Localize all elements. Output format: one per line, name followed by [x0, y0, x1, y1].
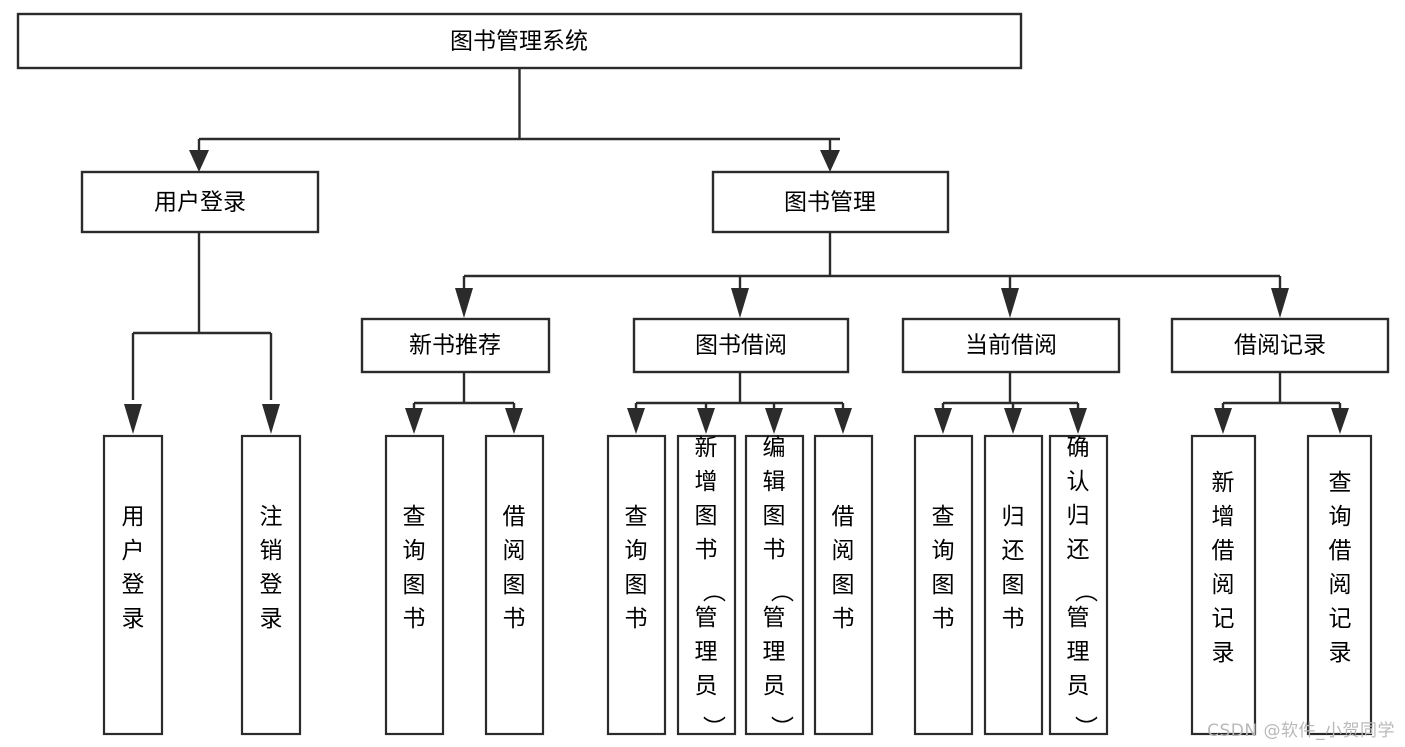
leaf-current-return-book[interactable]: 归还图书	[983, 434, 1044, 736]
arrow-to-current-borrow	[1001, 288, 1019, 318]
leaf-user-login-logout-box[interactable]	[240, 434, 302, 736]
node-borrow-record-label: 借阅记录	[1234, 333, 1326, 359]
node-book-management[interactable]: 图书管理	[711, 170, 950, 234]
leaf-current-return-book-box[interactable]	[983, 434, 1044, 736]
leaf-current-query-book[interactable]: 查询图书	[913, 434, 974, 736]
node-root[interactable]: 图书管理系统	[16, 12, 1023, 70]
node-user-login-box[interactable]	[80, 170, 320, 234]
node-current-borrow-label: 当前借阅	[965, 333, 1057, 359]
arrow-currentborrow-leaf-2	[1004, 408, 1022, 434]
arrow-newbook-leaf-2	[505, 408, 523, 434]
node-book-borrow-box[interactable]	[632, 317, 850, 374]
leaf-current-confirm-return-box[interactable]	[1048, 434, 1109, 736]
leaf-record-add[interactable]: 新增借阅记录	[1190, 434, 1257, 736]
arrow-newbook-leaf-1	[405, 408, 423, 434]
leaf-borrow-edit-book[interactable]: 编辑图书管理员 （ ）	[744, 434, 805, 739]
arrow-userlogin-leaf-1	[124, 404, 142, 434]
arrow-currentborrow-leaf-1	[934, 408, 952, 434]
leaf-record-query[interactable]: 查询借阅记录	[1306, 434, 1373, 736]
arrow-currentborrow-leaf-3	[1069, 408, 1087, 434]
node-borrow-record-box[interactable]	[1170, 317, 1390, 374]
leaf-current-return-book-label: 归还图书	[1002, 504, 1025, 632]
arrow-bookborrow-leaf-1	[627, 408, 645, 434]
leaf-current-query-book-label: 查询图书	[932, 504, 955, 632]
leaf-user-login-login-label: 用户登录	[122, 504, 145, 632]
leaf-borrow-query-book-label: 查询图书	[625, 504, 648, 632]
leaf-new-book-borrow-label: 借阅图书	[503, 504, 526, 632]
leaf-current-query-book-box[interactable]	[913, 434, 974, 736]
leaf-record-query-label: 查询借阅记录	[1329, 470, 1352, 666]
node-book-borrow-label: 图书借阅	[695, 333, 787, 359]
node-user-login-label: 用户登录	[154, 190, 246, 216]
node-root-box[interactable]	[16, 12, 1023, 70]
leaf-borrow-add-book-label: 新增图书管理员	[695, 435, 718, 699]
leaf-current-confirm-return-label: 确认归还管理员	[1067, 435, 1090, 699]
leaf-borrow-add-book[interactable]: 新增图书管理员 （ ）	[676, 434, 737, 739]
node-current-borrow-box[interactable]	[901, 317, 1121, 374]
arrow-borrowrecord-leaf-1	[1214, 408, 1232, 434]
svg-text:（: （	[700, 580, 726, 603]
leaf-record-query-box[interactable]	[1306, 434, 1373, 736]
arrow-borrowrecord-leaf-2	[1331, 408, 1349, 434]
arrow-to-book-mgmt	[820, 150, 840, 172]
leaf-user-login-login[interactable]: 用户登录	[102, 434, 164, 736]
leaf-new-book-query-label: 查询图书	[403, 504, 426, 632]
svg-text:）: ）	[1072, 716, 1098, 739]
svg-text:（: （	[1072, 580, 1098, 603]
connector-group	[124, 69, 1349, 434]
svg-text:（: （	[768, 580, 794, 603]
leaf-borrow-edit-book-box[interactable]	[744, 434, 805, 736]
arrow-to-borrow-record	[1271, 288, 1289, 318]
leaf-record-add-box[interactable]	[1190, 434, 1257, 736]
leaf-borrow-borrow-book-box[interactable]	[813, 434, 874, 736]
node-book-management-label: 图书管理	[784, 190, 876, 216]
node-new-book-recommend-label: 新书推荐	[409, 333, 501, 359]
leaf-borrow-borrow-book-label: 借阅图书	[832, 504, 855, 632]
leaf-record-add-label: 新增借阅记录	[1212, 470, 1235, 666]
node-user-login[interactable]: 用户登录	[80, 170, 320, 234]
node-book-borrow[interactable]: 图书借阅	[632, 317, 850, 374]
leaf-borrow-edit-book-label: 编辑图书管理员	[763, 435, 786, 699]
leaf-borrow-query-book[interactable]: 查询图书	[606, 434, 667, 736]
leaf-new-book-borrow[interactable]: 借阅图书	[484, 434, 545, 736]
arrow-userlogin-leaf-2	[262, 404, 280, 434]
arrow-to-book-borrow	[731, 288, 749, 318]
leaf-user-login-login-box[interactable]	[102, 434, 164, 736]
leaf-current-confirm-return[interactable]: 确认归还管理员 （ ）	[1048, 434, 1109, 739]
node-book-management-box[interactable]	[711, 170, 950, 234]
svg-text:）: ）	[768, 716, 794, 739]
svg-text:）: ）	[700, 716, 726, 739]
leaf-new-book-borrow-box[interactable]	[484, 434, 545, 736]
node-new-book-recommend[interactable]: 新书推荐	[360, 317, 551, 374]
leaf-user-login-logout-label: 注销登录	[260, 504, 283, 632]
arrow-to-user-login	[189, 150, 209, 172]
arrow-bookborrow-leaf-3	[765, 408, 783, 434]
arrow-bookborrow-leaf-4	[834, 408, 852, 434]
leaf-user-login-logout[interactable]: 注销登录	[240, 434, 302, 736]
arrow-to-new-book	[455, 288, 473, 318]
leaf-borrow-add-book-box[interactable]	[676, 434, 737, 736]
node-current-borrow[interactable]: 当前借阅	[901, 317, 1121, 374]
node-new-book-recommend-box[interactable]	[360, 317, 551, 374]
arrow-bookborrow-leaf-2	[697, 408, 715, 434]
leaf-new-book-query[interactable]: 查询图书	[384, 434, 445, 736]
leaf-new-book-query-box[interactable]	[384, 434, 445, 736]
node-root-label: 图书管理系统	[450, 29, 588, 55]
leaf-borrow-borrow-book[interactable]: 借阅图书	[813, 434, 874, 736]
leaf-borrow-query-book-box[interactable]	[606, 434, 667, 736]
node-borrow-record[interactable]: 借阅记录	[1170, 317, 1390, 374]
